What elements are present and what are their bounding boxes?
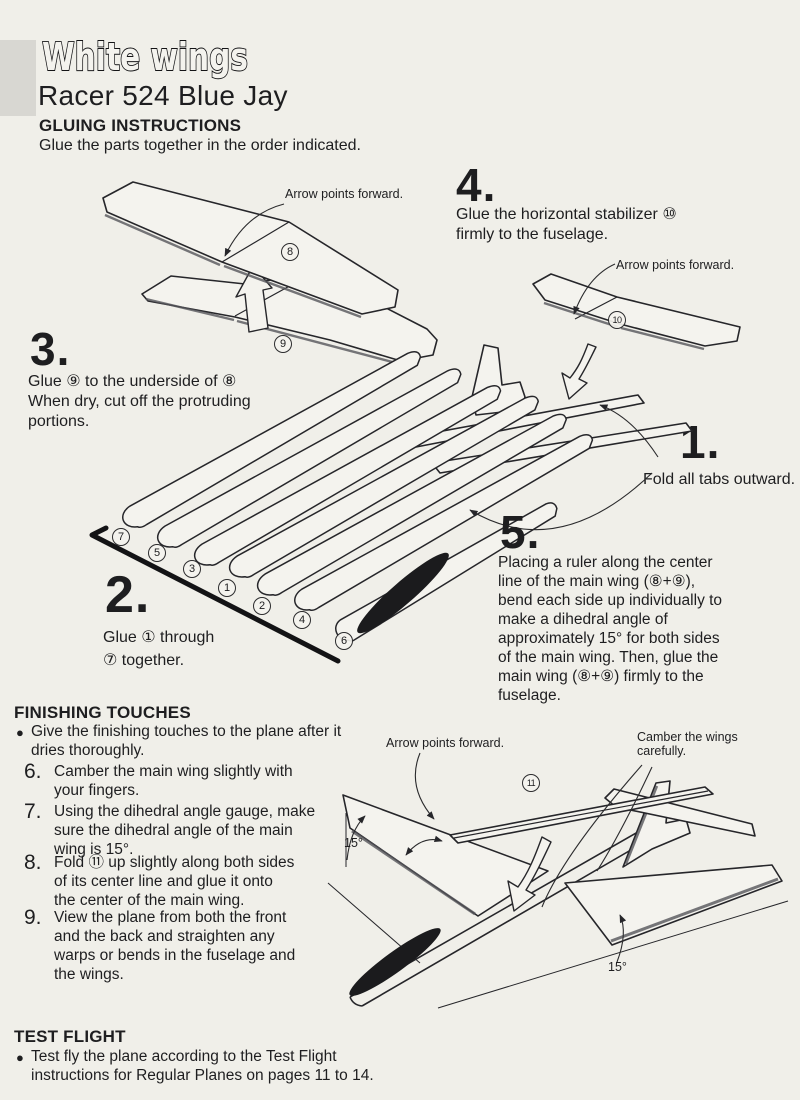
step3-number: 3. <box>30 323 71 375</box>
item8-text: Fold ⑪ up slightly along both sides of i… <box>54 854 295 909</box>
camber-wings-label: Camber the wings carefully. <box>637 730 738 758</box>
gluing-heading: GLUING INSTRUCTIONS <box>39 116 242 135</box>
dihedral-angle-left: 15° <box>344 836 363 850</box>
part8-circle: 8 <box>281 243 299 261</box>
arrow-forward-label-step3: Arrow points forward. <box>285 187 404 201</box>
part9-circle: 9 <box>274 335 292 353</box>
test-flight-heading: TEST FLIGHT <box>14 1027 126 1046</box>
part11-number: 11 <box>526 778 536 788</box>
item9-text: View the plane from both the front and t… <box>54 909 296 983</box>
item7-text: Using the dihedral angle gauge, make sur… <box>54 803 316 858</box>
part6-circle: 6 <box>335 632 353 650</box>
part7-circle: 7 <box>112 528 130 546</box>
step2-number: 2. <box>105 566 151 624</box>
dihedral-angle-right: 15° <box>608 960 627 974</box>
part1-circle: 1 <box>218 579 236 597</box>
step4-number: 4. <box>456 159 497 211</box>
arrow-forward-label-plane: Arrow points forward. <box>386 736 505 750</box>
part4-circle: 4 <box>293 611 311 629</box>
finished-plane-diagram <box>327 752 789 1009</box>
fuselage-parts-diagram <box>89 344 693 664</box>
test-flight-bullet-text: Test fly the plane according to the Test… <box>31 1048 374 1084</box>
page-title: Racer 524 Blue Jay <box>38 80 288 111</box>
finishing-bullet-text: Give the finishing touches to the plane … <box>31 723 342 759</box>
step1-text: Fold all tabs outward. <box>643 471 796 488</box>
step3-diagram <box>102 181 438 366</box>
step5-text: Placing a ruler along the center line of… <box>498 554 723 704</box>
scan-gray-block <box>0 40 36 116</box>
part11-circle: 11 <box>522 774 540 792</box>
step3-text: Glue ⑨ to the underside of ⑧ When dry, c… <box>28 373 251 430</box>
part10-number: 10 <box>612 315 622 325</box>
step4-diagram <box>532 263 741 400</box>
part2-number: 2 <box>258 600 266 612</box>
part9-number: 9 <box>279 338 287 350</box>
gluing-subtitle: Glue the parts together in the order ind… <box>39 137 361 154</box>
part8-number: 8 <box>286 246 294 258</box>
step2-text: Glue ① through ⑦ together. <box>103 629 215 669</box>
item6-number: 6. <box>24 760 42 783</box>
step4-text: Glue the horizontal stabilizer ⑩ firmly … <box>456 206 677 243</box>
arrow-forward-label-step4: Arrow points forward. <box>616 258 735 272</box>
part7-number: 7 <box>117 531 125 543</box>
part3-number: 3 <box>188 563 196 575</box>
step5-number: 5. <box>500 506 541 558</box>
part6-number: 6 <box>340 635 348 647</box>
finishing-heading: FINISHING TOUCHES <box>14 703 191 722</box>
item7-number: 7. <box>24 800 42 823</box>
part10-circle: 10 <box>608 311 626 329</box>
item8-number: 8. <box>24 851 42 874</box>
item9-number: 9. <box>24 906 42 929</box>
item6-text: Camber the main wing slightly with your … <box>54 763 293 799</box>
test-flight-bullet-icon: ● <box>16 1050 24 1065</box>
finishing-bullet-icon: ● <box>16 725 24 740</box>
part4-number: 4 <box>298 614 306 626</box>
part5-circle: 5 <box>148 544 166 562</box>
part5-number: 5 <box>153 547 161 559</box>
logo-text: White wings <box>42 35 248 79</box>
part1-number: 1 <box>223 582 231 594</box>
part2-circle: 2 <box>253 597 271 615</box>
part3-circle: 3 <box>183 560 201 578</box>
whitewings-logo: White wings <box>41 34 249 80</box>
